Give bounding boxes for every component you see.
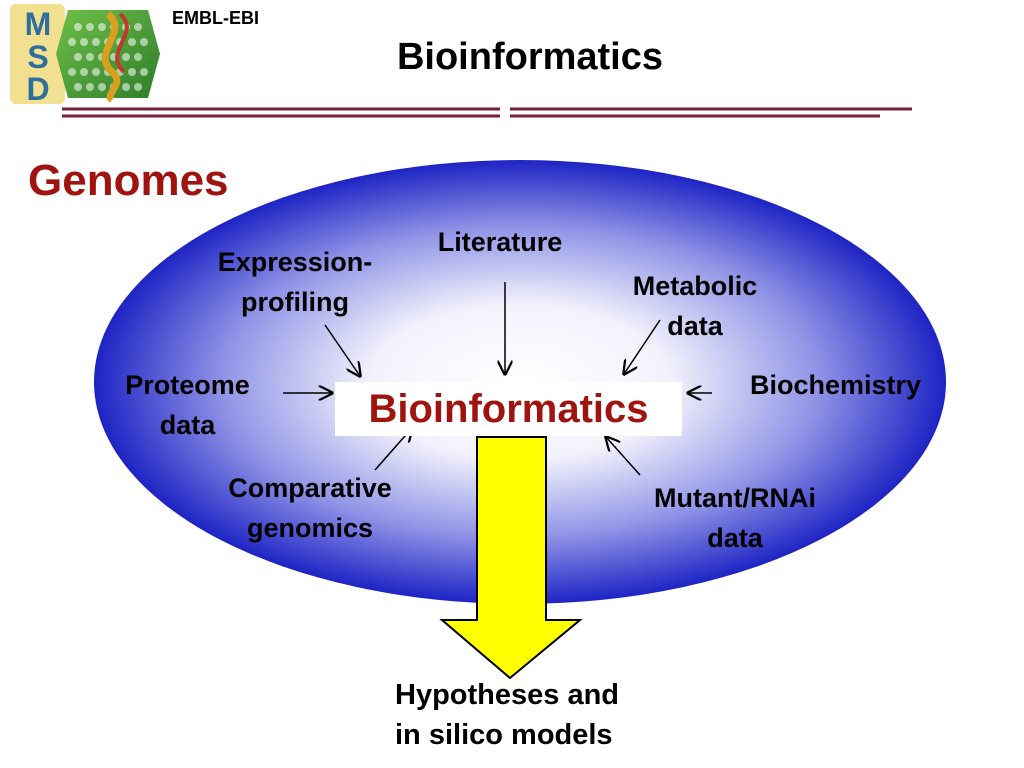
node-proteome-line1: Proteome (125, 370, 250, 400)
output-arrow (439, 436, 583, 680)
node-metabolic-line1: Metabolic (632, 271, 758, 301)
node-literature: Literature (410, 222, 590, 262)
node-metabolic: Metabolic data (600, 266, 790, 346)
node-comparative: Comparative genomics (195, 468, 425, 548)
output-line2: in silico models (395, 719, 613, 751)
node-comparative-line1: Comparative (228, 473, 392, 503)
msd-logo: M S D (10, 4, 160, 107)
output-line1: Hypotheses and (395, 679, 619, 711)
node-mutant-line2: data (707, 523, 763, 553)
node-expression-line1: Expression- (217, 247, 373, 277)
node-expression-line2: profiling (241, 287, 349, 317)
node-expression: Expression- profiling (185, 242, 405, 322)
node-proteome-line2: data (159, 410, 216, 440)
node-metabolic-line2: data (667, 311, 723, 341)
logo-letter-s: S (27, 39, 48, 75)
center-bioinformatics: Bioinformatics (335, 382, 682, 436)
output-result: Hypotheses and in silico models (395, 675, 619, 755)
arrow-metabolic (624, 319, 661, 374)
logo-letter-m: M (25, 6, 52, 42)
arrow-mutant (606, 437, 641, 476)
node-proteome: Proteome data (95, 365, 280, 445)
node-comparative-line2: genomics (246, 513, 374, 543)
org-label: EMBL-EBI (172, 8, 259, 28)
node-mutant-line1: Mutant/RNAi (654, 483, 816, 513)
title-rule (62, 107, 912, 118)
node-literature-label: Literature (437, 227, 563, 257)
section-title: Genomes (28, 156, 229, 205)
node-mutant: Mutant/RNAi data (620, 478, 850, 558)
arrow-expression (324, 324, 360, 376)
logo-letter-d: D (26, 71, 49, 107)
node-biochemistry-label: Biochemistry (749, 370, 922, 400)
node-biochemistry: Biochemistry (718, 365, 953, 405)
slide-title: Bioinformatics (396, 36, 664, 78)
